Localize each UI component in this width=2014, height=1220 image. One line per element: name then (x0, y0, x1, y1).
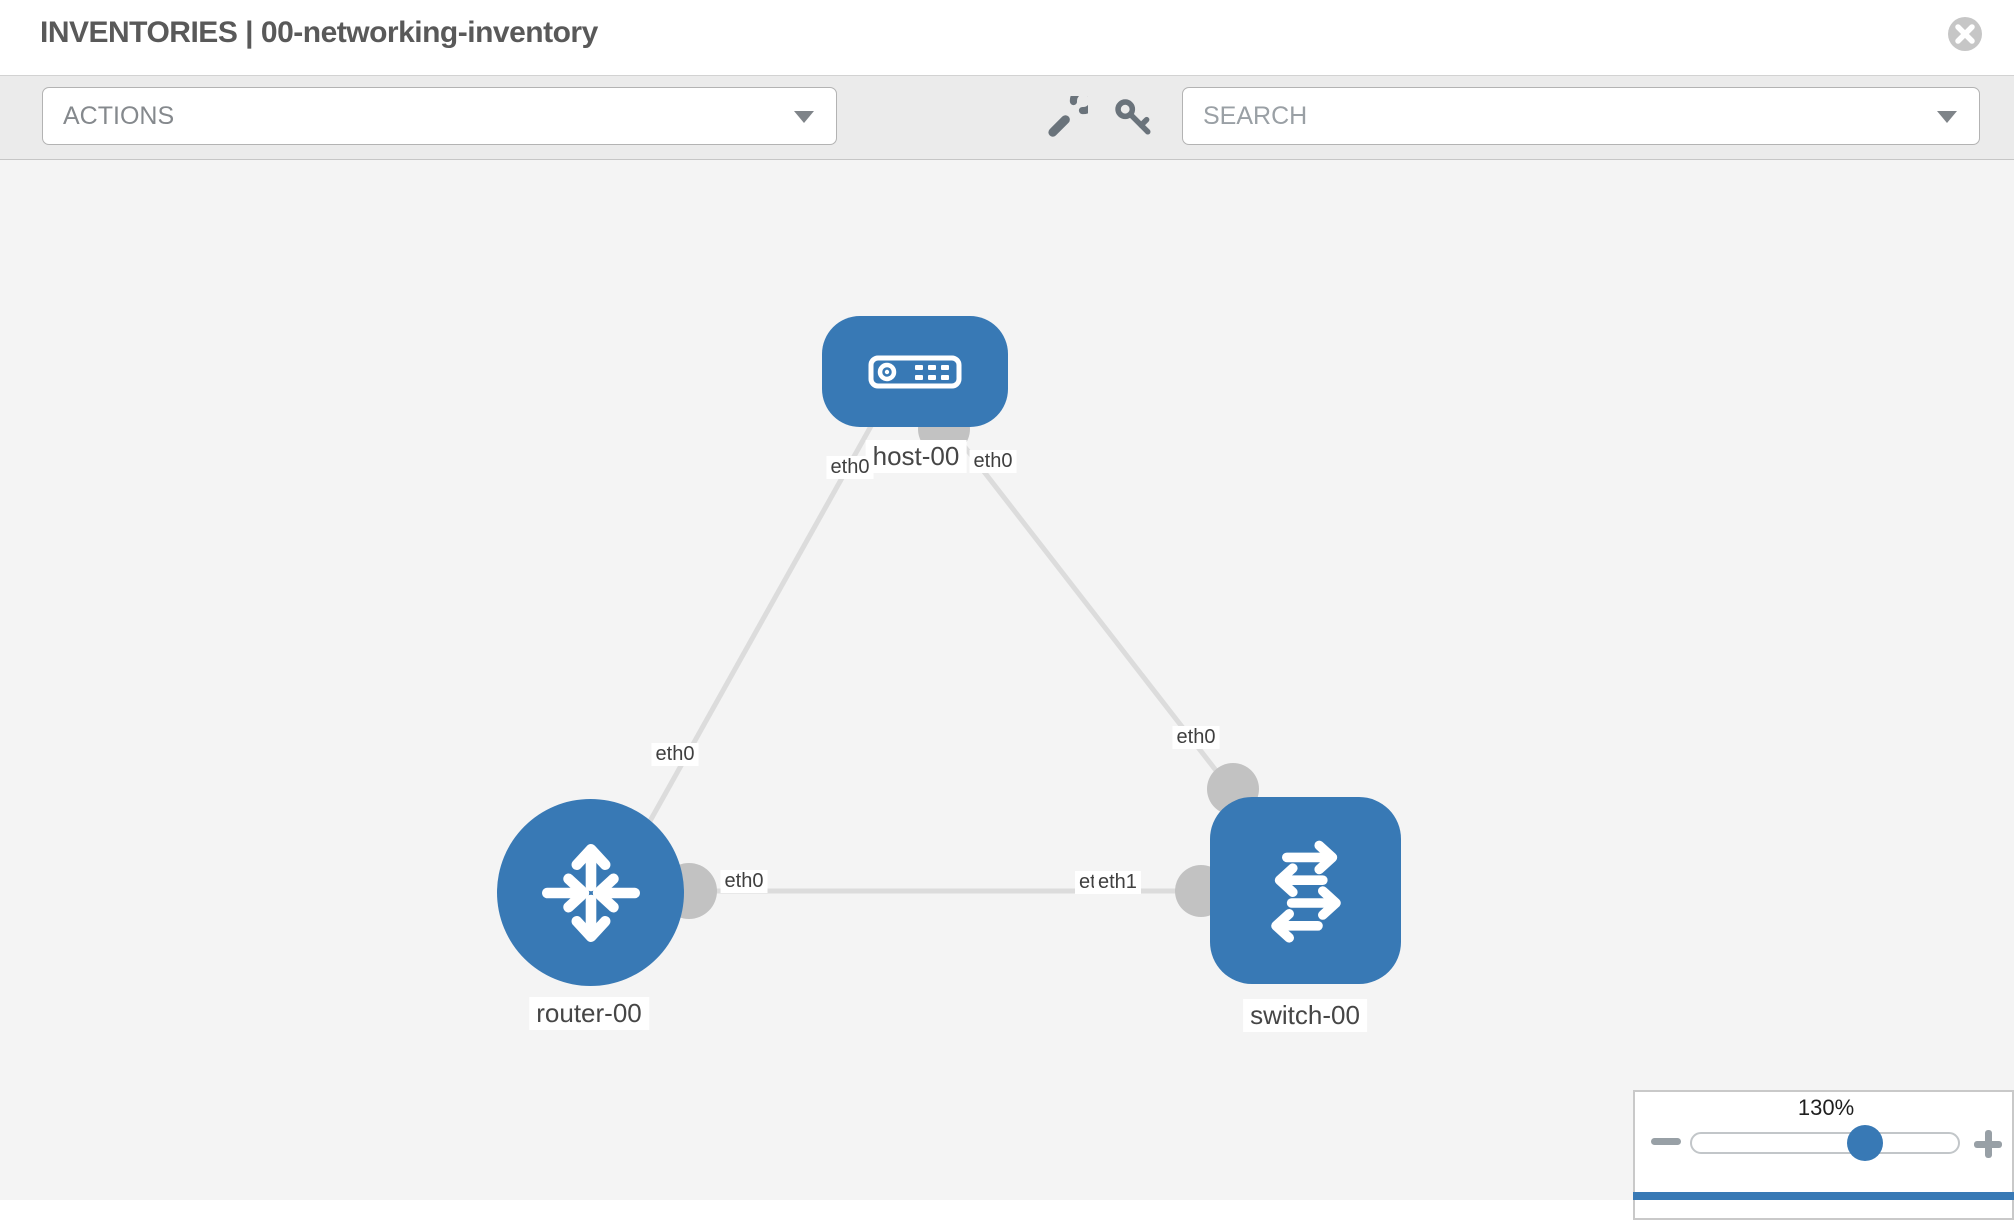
chevron-down-icon (1937, 111, 1957, 123)
server-icon (868, 355, 962, 388)
horizontal-scrollbar[interactable] (1633, 1192, 2014, 1200)
node-label-router: router-00 (529, 997, 649, 1030)
zoom-slider-track[interactable] (1690, 1132, 1960, 1154)
zoom-level-value: 130% (1797, 1095, 1855, 1120)
zoom-out-button minus-icon[interactable] (1651, 1138, 1681, 1145)
node-host-00[interactable] (822, 316, 1008, 427)
wrench-icon (1048, 87, 1097, 137)
interface-label-host-eth0-right: eth0 (969, 450, 1017, 473)
search-dropdown-label: SEARCH (1203, 101, 1308, 130)
switch-arrows-icon (1270, 840, 1341, 943)
node-label-switch: switch-00 (1243, 999, 1367, 1032)
tools-button[interactable] (1044, 87, 1097, 140)
page-title: INVENTORIES | 00-networking-inventory (40, 16, 598, 49)
plus-icon-bar (1985, 1130, 1992, 1158)
key-icon (1115, 99, 1151, 135)
zoom-in-button plus-icon[interactable] (1974, 1130, 2002, 1158)
close-button[interactable] (1947, 16, 1983, 52)
actions-dropdown[interactable]: ACTIONS (42, 87, 837, 145)
interface-label-router-eth0-top: eth0 (651, 743, 699, 766)
interface-label-switch-eth0-top: eth0 (1172, 726, 1220, 749)
node-label-host: host-00 (865, 440, 967, 473)
interface-label-switch-eth1: eth1 (1094, 871, 1141, 894)
chevron-down-icon (794, 111, 814, 123)
zoom-slider-thumb[interactable] (1847, 1125, 1883, 1161)
router-arrows-icon (541, 843, 640, 942)
actions-dropdown-label: ACTIONS (63, 101, 175, 130)
header-bar: INVENTORIES | 00-networking-inventory (0, 0, 2014, 75)
close-icon (1948, 17, 1982, 51)
zoom-control-panel: 130% (1633, 1090, 2014, 1220)
search-dropdown[interactable]: SEARCH (1182, 87, 1980, 145)
key-button[interactable] (1112, 96, 1156, 140)
topology-canvas[interactable] (0, 160, 2014, 1200)
interface-label-router-eth0-mid: eth0 (720, 870, 768, 893)
toolbar: ACTIONS SEARCH (0, 75, 2014, 160)
node-router-00[interactable] (497, 799, 684, 986)
node-switch-00[interactable] (1210, 797, 1401, 984)
interface-label-host-eth0-left: eth0 (826, 456, 874, 479)
